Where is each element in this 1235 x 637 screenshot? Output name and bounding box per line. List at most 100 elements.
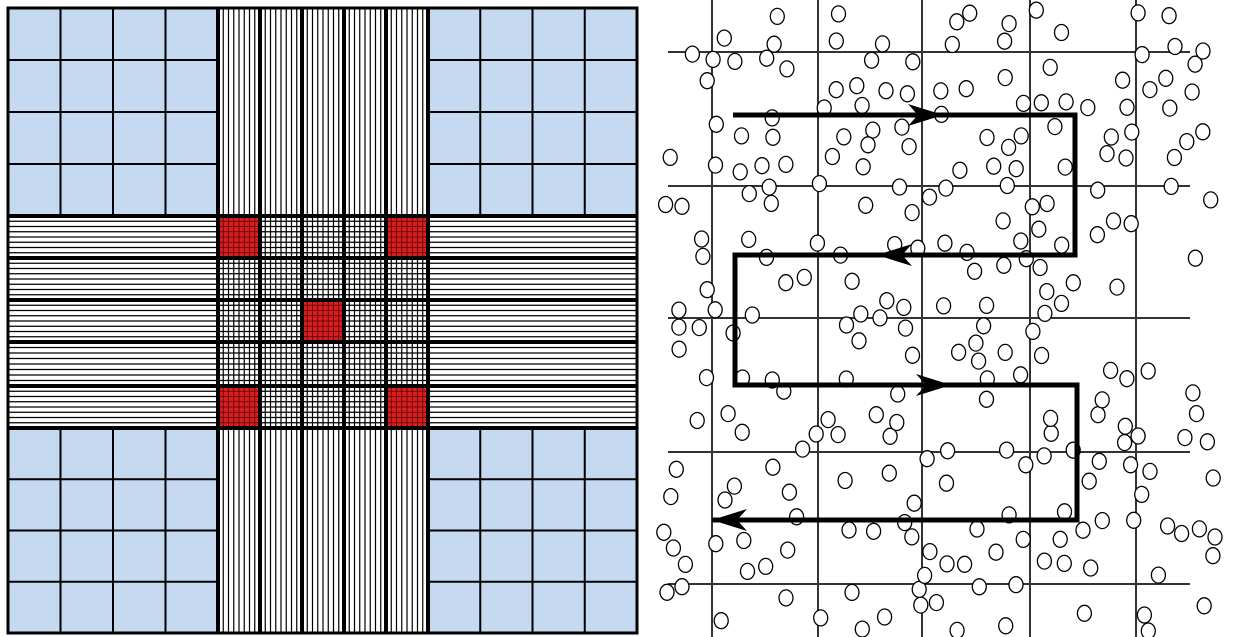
cell [716, 29, 732, 47]
cell [838, 316, 855, 334]
cell [837, 471, 853, 490]
cell [844, 583, 860, 602]
cell [779, 60, 795, 78]
cell [671, 340, 687, 358]
cell [853, 305, 869, 323]
cell [1075, 521, 1091, 539]
cell [996, 32, 1013, 50]
cell [865, 522, 882, 540]
cell [979, 128, 995, 147]
cell [959, 243, 975, 262]
counting-path [712, 112, 1080, 523]
cell [733, 127, 750, 145]
cell [1057, 158, 1073, 176]
cell [872, 309, 888, 327]
cell [693, 230, 710, 248]
cell [663, 487, 679, 506]
cell [1114, 71, 1131, 89]
cell [1043, 424, 1059, 442]
cell [1150, 566, 1167, 584]
cell [656, 523, 672, 541]
cell [854, 96, 870, 115]
cell [1039, 194, 1055, 213]
cell [901, 137, 917, 156]
cell [849, 77, 865, 95]
cell [699, 281, 715, 299]
cell [876, 608, 893, 626]
cell [820, 410, 836, 429]
cell [765, 458, 781, 476]
cell [1195, 42, 1211, 60]
cell [1187, 55, 1203, 73]
cell [765, 128, 781, 146]
cell [707, 301, 723, 319]
cell [699, 72, 715, 90]
cell [708, 535, 724, 553]
cell [808, 425, 824, 443]
cell [933, 82, 949, 100]
cell [975, 317, 992, 335]
cell [713, 612, 729, 630]
cell [1166, 148, 1183, 167]
cell [1094, 391, 1110, 409]
cell [860, 136, 876, 154]
cell [865, 121, 881, 139]
cell [759, 49, 775, 67]
cell [732, 163, 748, 181]
cell [1037, 304, 1053, 323]
cell [1039, 282, 1055, 301]
cell [668, 460, 684, 478]
cell [1042, 409, 1059, 428]
cell [1158, 69, 1174, 87]
cell [1161, 7, 1177, 25]
cell [1134, 485, 1150, 504]
cell [671, 301, 687, 319]
cell [1053, 294, 1070, 313]
cell [813, 609, 829, 627]
cell [659, 583, 675, 601]
cell [1187, 249, 1204, 267]
cell [1142, 462, 1158, 481]
cell [689, 411, 705, 430]
cell [937, 234, 953, 252]
cell [754, 157, 770, 175]
cell [761, 178, 777, 196]
cell [1056, 554, 1072, 573]
cell [691, 318, 707, 337]
cell [1056, 503, 1073, 521]
cell [906, 494, 922, 512]
cell [919, 450, 935, 468]
cell [899, 85, 916, 103]
cell [1167, 37, 1183, 56]
cell [674, 578, 690, 596]
cell [1033, 94, 1049, 112]
cell [890, 385, 906, 403]
cell [1091, 452, 1107, 470]
cell [879, 292, 895, 310]
cell [962, 4, 978, 22]
cell [1195, 123, 1211, 141]
cell [844, 272, 860, 290]
cell [935, 297, 952, 315]
cell [674, 197, 690, 215]
cell [1140, 362, 1156, 380]
cell [796, 268, 812, 287]
arrow-right-1 [908, 104, 944, 126]
cell [1025, 322, 1041, 341]
cell [1081, 472, 1097, 490]
cell [905, 53, 921, 71]
cell [677, 555, 694, 574]
cell [868, 406, 884, 424]
cell [830, 5, 847, 23]
cell [1083, 559, 1099, 577]
cell [978, 296, 995, 315]
cell [1105, 212, 1122, 230]
cell [1142, 80, 1158, 99]
cell [1032, 258, 1048, 277]
arrow-right-2 [916, 374, 952, 396]
cell [971, 578, 987, 596]
arrow-left-2 [711, 509, 747, 531]
cell [830, 425, 846, 444]
cell [986, 157, 1002, 175]
